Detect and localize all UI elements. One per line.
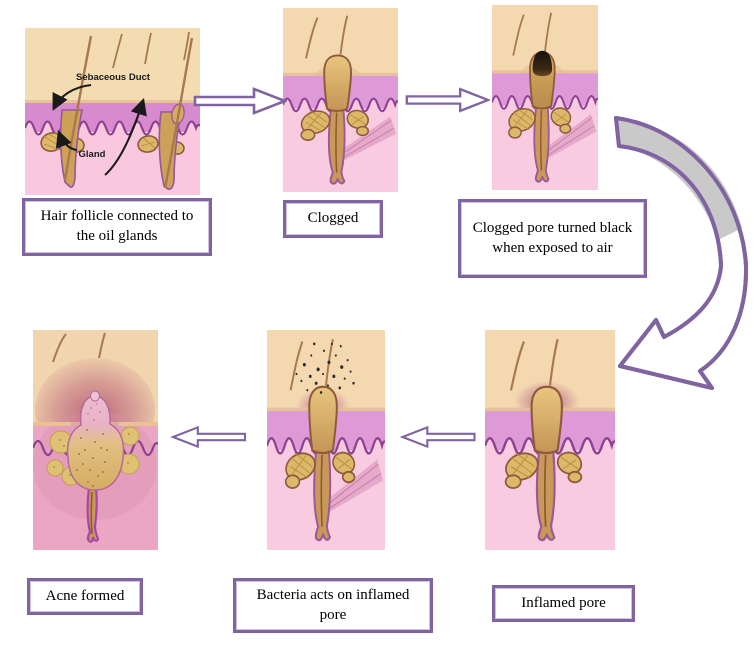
follicle-root (533, 105, 550, 183)
pink-speckles (87, 403, 101, 421)
illustration-clogged-pore (283, 8, 398, 192)
caption-text: Hair follicle connected to the oil gland… (40, 208, 194, 244)
follicle-root (86, 486, 100, 543)
blackhead-cap (532, 50, 553, 77)
caption-text: Clogged pore turned black when exposed t… (472, 219, 633, 256)
flow-arrow-step4-to-step5 (399, 425, 476, 449)
duct-pointer-arrow-left (52, 83, 92, 111)
flow-arrow-step1-to-step2 (193, 87, 287, 115)
caption-clogged: Clogged (283, 200, 383, 238)
illustration-acne-formed (33, 330, 158, 550)
satellite-pustules (46, 426, 140, 486)
follicle-root (313, 449, 332, 542)
caption-text: Inflamed pore (521, 594, 606, 611)
sebum-plug (323, 54, 353, 112)
hairs (289, 338, 334, 391)
follicle-root (327, 107, 346, 185)
sebum-plug (530, 385, 564, 455)
bacteria-dots (295, 342, 355, 394)
caption-blackhead: Clogged pore turned black when exposed t… (458, 199, 647, 278)
left-arrow-icon (170, 425, 247, 449)
illustration-hair-follicle: Sebaceous Duct Gland (25, 28, 200, 195)
sebaceous-duct-label: Sebaceous Duct (76, 72, 151, 83)
flow-arrow-step5-to-step6 (170, 425, 247, 449)
hairs (63, 31, 194, 189)
right-arrow-icon (193, 87, 287, 115)
caption-bacteria: Bacteria acts on inflamed pore (233, 578, 433, 633)
hairs (305, 15, 349, 59)
left-arrow-icon (399, 425, 476, 449)
caption-hair-follicle: Hair follicle connected to the oil gland… (22, 198, 212, 256)
caption-text: Acne formed (45, 587, 125, 604)
illustration-blackhead (492, 5, 598, 190)
illustration-bacteria-pore (267, 330, 385, 550)
curved-arrow-gray-segment (616, 118, 742, 240)
flow-arrow-step3-to-step4-curved (614, 116, 749, 390)
gland-label: Gland (79, 149, 106, 160)
curved-arrow-outline (614, 116, 749, 390)
right-arrow-icon (405, 87, 490, 113)
hairs (52, 332, 106, 363)
caption-acne-formed: Acne formed (27, 578, 143, 615)
gland-pointer-arrow (55, 130, 78, 152)
caption-text: Bacteria acts on inflamed pore (256, 586, 410, 623)
pus-speckles (53, 429, 130, 487)
caption-inflamed-pore: Inflamed pore (492, 585, 635, 622)
pustule-tip (90, 390, 100, 402)
sebum-plug (308, 385, 338, 455)
muscle-striations (340, 119, 395, 159)
caption-text: Clogged (307, 210, 359, 227)
follicle-root (535, 449, 556, 542)
illustration-inflamed-pore (485, 330, 615, 550)
gland-hatching (305, 110, 366, 133)
hairs (512, 12, 553, 56)
duct-pointer-arrow-right (104, 97, 147, 176)
flow-arrow-step2-to-step3 (405, 87, 490, 113)
hairs (509, 338, 559, 391)
